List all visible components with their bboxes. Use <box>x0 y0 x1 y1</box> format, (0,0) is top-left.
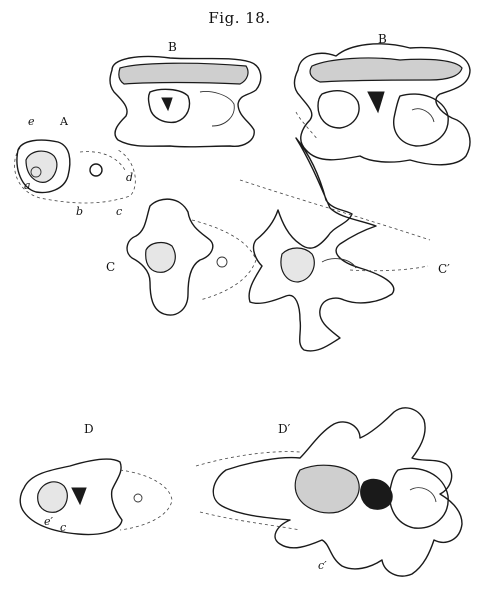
section-d-prime <box>196 408 462 576</box>
section-d <box>20 459 172 534</box>
label-C: C <box>106 262 115 273</box>
label-d: d <box>126 172 133 183</box>
section-a <box>15 140 136 203</box>
label-b: b <box>76 206 83 217</box>
label-D-prime: D′ <box>278 424 290 435</box>
label-C-prime: C′ <box>438 264 450 275</box>
label-A: A <box>60 116 68 127</box>
label-D: D <box>84 424 94 435</box>
section-b-right <box>295 44 471 165</box>
label-a: a <box>24 180 31 191</box>
label-e-prime: e′ <box>44 516 53 527</box>
label-B-top-right: B <box>378 34 387 45</box>
label-c-D: c <box>60 522 66 533</box>
label-c-prime: c′ <box>318 560 327 571</box>
label-e: e <box>28 116 35 127</box>
label-B-top-left: B <box>168 42 177 53</box>
section-b-left <box>110 57 261 147</box>
label-c-A: c <box>116 206 122 217</box>
section-c <box>127 199 256 315</box>
section-c-prime <box>240 138 430 351</box>
